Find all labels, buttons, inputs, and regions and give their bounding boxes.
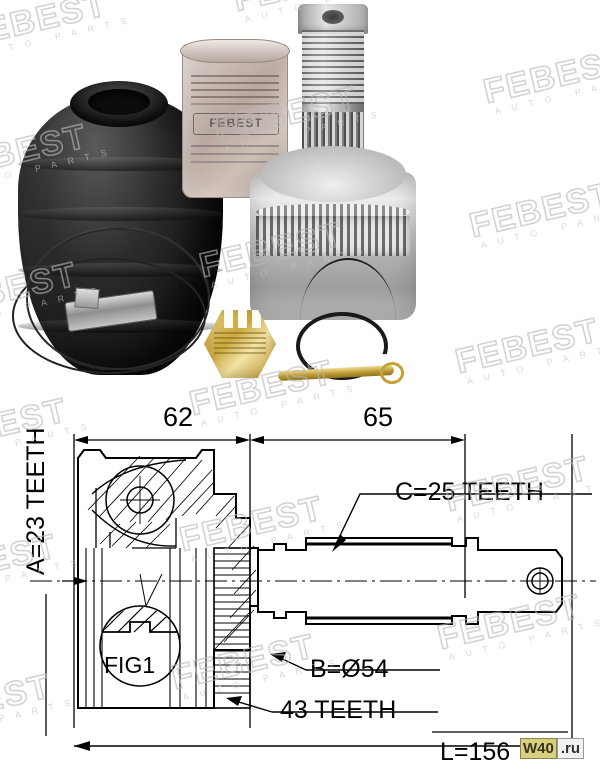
shaft-bore (322, 10, 344, 24)
grease-brand-label: FEBEST (193, 113, 279, 135)
site-watermark-badge: W40.ru (520, 738, 585, 759)
boot-rib (18, 207, 223, 221)
housing-dome (260, 146, 406, 202)
castle-nut (204, 310, 276, 378)
fig1-callout-label: FIG1 (104, 652, 156, 678)
boot-rib (18, 157, 223, 171)
product-photo: FEBEST (0, 0, 600, 400)
boot-clamp-wire (12, 258, 206, 374)
technical-drawing-svg (30, 434, 596, 751)
site-watermark-w40: W40 (520, 738, 557, 759)
site-watermark-ru: .ru (556, 738, 585, 759)
teeth-label-43: 43 TEETH (280, 696, 397, 724)
diameter-label-b: B=Ø54 (310, 655, 389, 683)
dimension-label-62: 62 (163, 402, 194, 432)
shaft-thread (302, 30, 364, 104)
length-label-l: L=156 (440, 738, 511, 766)
technical-drawing (0, 398, 600, 775)
snap-ring (296, 312, 388, 380)
snap-ring (300, 258, 396, 320)
teeth-label-c: C=25 TEETH (395, 478, 544, 506)
dimension-label-65: 65 (363, 402, 394, 432)
grease-sachet-cap (180, 39, 290, 63)
abs-tone-ring (256, 216, 410, 256)
